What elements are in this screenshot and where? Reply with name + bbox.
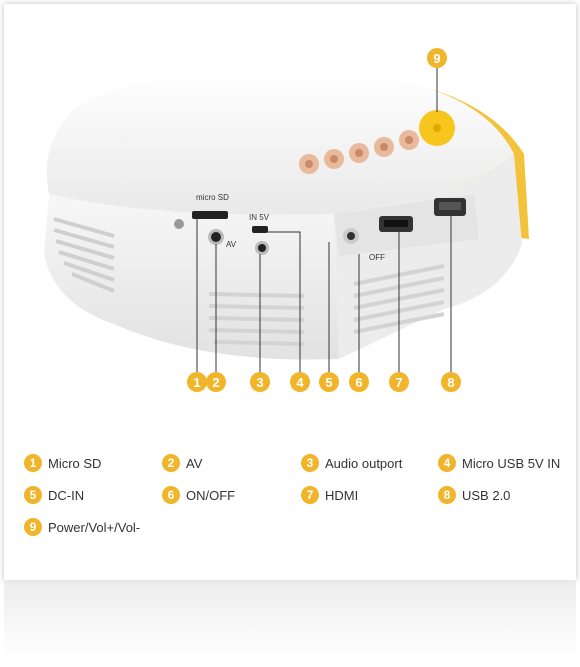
svg-text:8: 8 (447, 375, 454, 390)
leader-lines (196, 68, 452, 379)
svg-text:9: 9 (433, 51, 440, 66)
legend-item-audio-outport: 3 Audio outport (301, 454, 402, 472)
legend-label: Power/Vol+/Vol- (48, 519, 141, 535)
legend-label: USB 2.0 (462, 487, 511, 503)
legend-label: Micro SD (48, 455, 102, 471)
legend-badge: 5 (24, 486, 42, 504)
svg-text:6: 6 (355, 375, 362, 390)
legend-label: AV (186, 455, 203, 471)
audio-port (258, 244, 266, 252)
legend-label: Audio outport (325, 455, 403, 471)
svg-text:1: 1 (193, 375, 200, 390)
svg-text:4: 4 (296, 375, 304, 390)
vent-left (53, 217, 115, 293)
legend-item-micro-sd: 1 Micro SD (24, 454, 101, 472)
dc-in-port (347, 232, 355, 240)
label-av: AV (226, 240, 237, 249)
legend-badge: 2 (162, 454, 180, 472)
indicator-hole (174, 219, 184, 229)
label-off: OFF (369, 253, 385, 262)
micro-usb-port (252, 226, 268, 233)
legend: 1 Micro SD 2 AV 3 Audio outport 4 Micro … (4, 444, 580, 554)
legend-item-micro-usb: 4 Micro USB 5V IN (438, 454, 560, 472)
legend-badge: 6 (162, 486, 180, 504)
legend-label: ON/OFF (186, 487, 236, 503)
card-reflection (4, 580, 576, 660)
label-micro-sd: micro SD (196, 193, 229, 202)
legend-item-av: 2 AV (162, 454, 202, 472)
top-buttons (299, 110, 455, 174)
projector-front (44, 194, 339, 360)
legend-label: Micro USB 5V IN (462, 455, 561, 471)
label-in5v: IN 5V (249, 213, 270, 222)
projector-illustration: micro SD AV IN 5V OFF (44, 48, 529, 392)
svg-text:2: 2 (212, 375, 219, 390)
svg-text:5: 5 (325, 375, 332, 390)
callout-badges: 1 2 3 4 5 6 7 8 9 (187, 48, 461, 392)
legend-item-on-off: 6 ON/OFF (162, 486, 235, 504)
legend-badge: 1 (24, 454, 42, 472)
legend-badge: 8 (438, 486, 456, 504)
micro-sd-slot (192, 211, 228, 219)
legend-item-dc-in: 5 DC-IN (24, 486, 84, 504)
vent-center (208, 292, 305, 346)
av-port (211, 232, 221, 242)
product-card: micro SD AV IN 5V OFF (4, 4, 576, 580)
legend-badge: 7 (301, 486, 319, 504)
legend-badge: 3 (301, 454, 319, 472)
legend-label: HDMI (325, 487, 359, 503)
legend-item-power: 9 Power/Vol+/Vol- (24, 518, 140, 536)
legend-label: DC-IN (48, 487, 85, 503)
projector-top (46, 69, 515, 215)
svg-text:3: 3 (256, 375, 263, 390)
legend-badge: 9 (24, 518, 42, 536)
legend-item-hdmi: 7 HDMI (301, 486, 358, 504)
svg-text:7: 7 (395, 375, 402, 390)
legend-badge: 4 (438, 454, 456, 472)
legend-item-usb: 8 USB 2.0 (438, 486, 510, 504)
